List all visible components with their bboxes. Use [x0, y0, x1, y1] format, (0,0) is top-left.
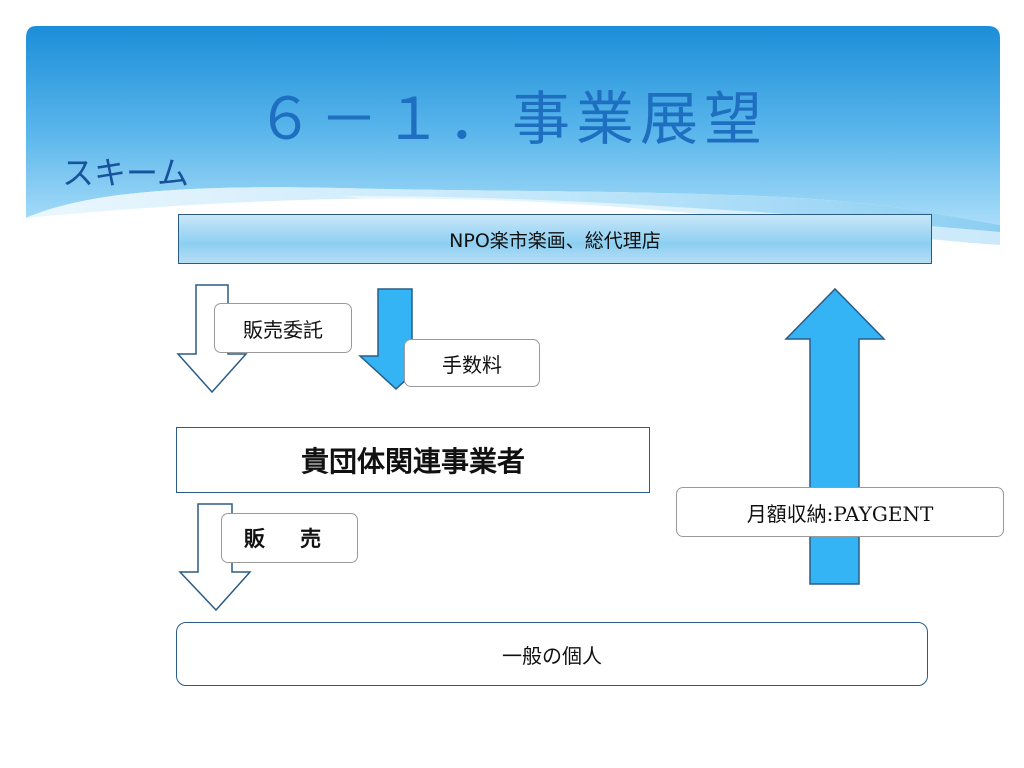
- payment-arrow: [784, 287, 886, 585]
- slide-title: ６－１．事業展望: [255, 85, 768, 153]
- consignment-label: 販売委託: [214, 303, 352, 353]
- individual-box: 一般の個人: [176, 622, 928, 686]
- consignment-arrow: [176, 284, 248, 394]
- sales-label: 販 売: [221, 513, 358, 563]
- slide-subtitle: スキーム: [62, 154, 190, 192]
- payment-label: 月額収納:PAYGENT: [676, 487, 1004, 537]
- operator-box: 貴団体関連事業者: [176, 427, 650, 493]
- fee-label: 手数料: [404, 339, 540, 387]
- agency-box: NPO楽市楽画、総代理店: [178, 214, 932, 264]
